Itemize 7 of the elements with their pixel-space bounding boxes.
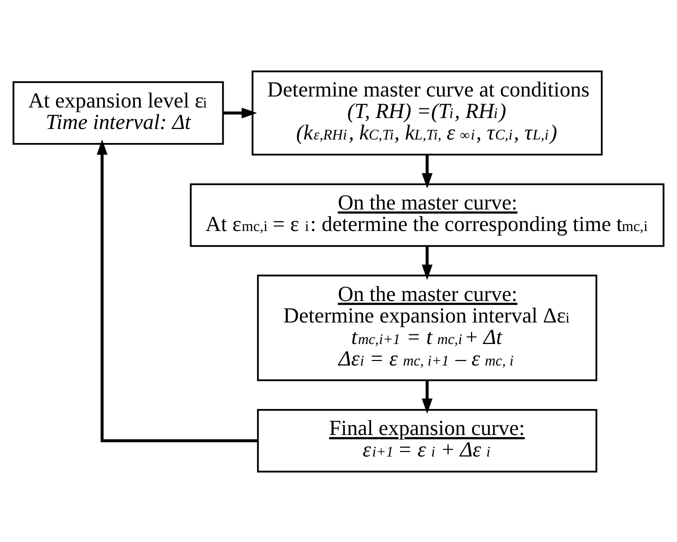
arrow (223, 107, 258, 118)
arrow (422, 246, 433, 280)
node-box: Determine master curve at conditions (T, RH) =(Ti, RHi) (kε,RHi, kC,Ti, kL,Ti, ε∞i, τC,i, τL,i) (252, 70, 603, 156)
arrow (422, 154, 433, 188)
arrow (422, 380, 433, 414)
node-box: At expansion level εi Time interval: Δt (12, 80, 224, 144)
arrow (96, 138, 258, 442)
